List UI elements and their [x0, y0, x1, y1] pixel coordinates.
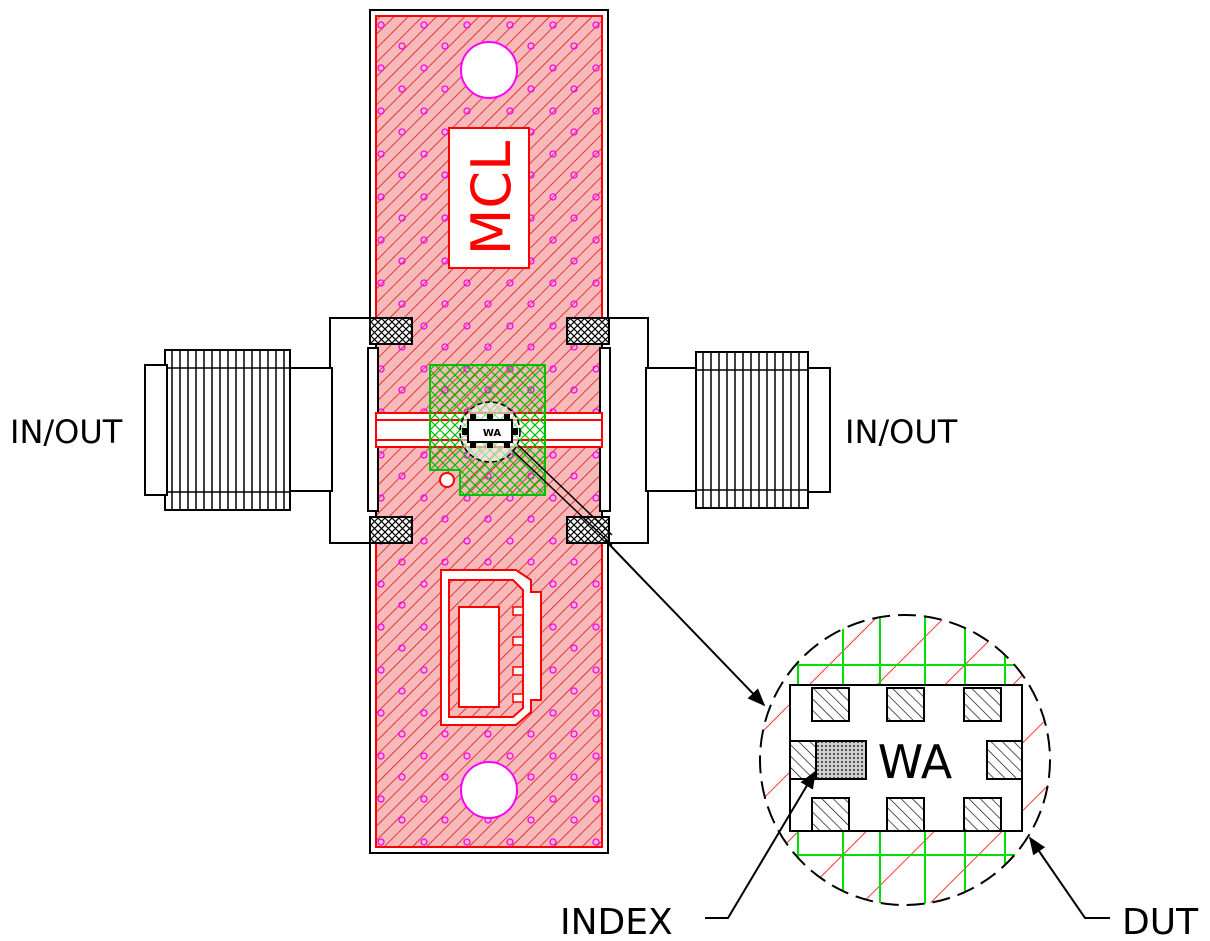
callout-leaders — [705, 770, 1110, 919]
zoom-detail: WA — [759, 614, 1051, 906]
right-sma-connector — [599, 317, 831, 544]
mounting-hole-bottom — [460, 761, 518, 819]
mcl-marking: MCL — [448, 127, 530, 269]
header-footprint — [440, 569, 542, 726]
dut-chip-small: WA — [459, 401, 521, 463]
right-port-label: IN/OUT — [845, 413, 958, 451]
index-label: INDEX — [560, 902, 673, 941]
chip-mark-small: WA — [483, 428, 502, 439]
mounting-hole-top — [460, 41, 518, 99]
zoom-leader — [511, 444, 766, 707]
left-port-label: IN/OUT — [10, 413, 123, 451]
dut-label: DUT — [1122, 902, 1199, 941]
left-sma-connector — [144, 317, 379, 544]
mcl-label: MCL — [460, 141, 523, 255]
chip-mark-zoom: WA — [878, 735, 953, 789]
